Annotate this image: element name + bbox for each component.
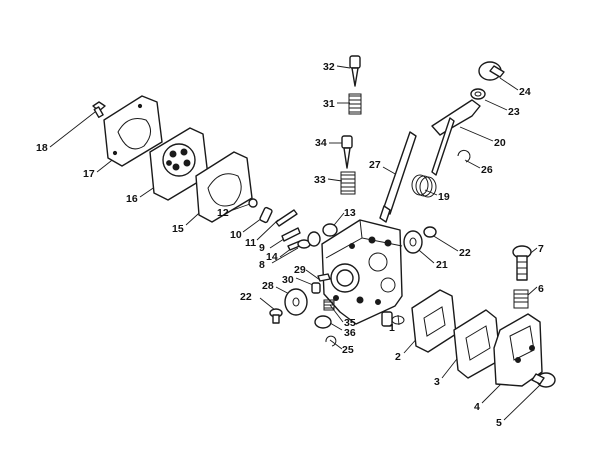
callout-11: 11 — [245, 237, 256, 249]
callout-labels: 1 2 3 4 5 6 7 8 9 10 11 12 13 14 15 16 1… — [36, 61, 544, 429]
callout-27: 27 — [369, 159, 381, 171]
callout-10: 10 — [230, 229, 242, 241]
screw-22-lower-icon — [269, 308, 283, 324]
gasket-plate-17-icon — [103, 95, 163, 167]
spring-31-icon — [348, 93, 362, 115]
callout-7: 7 — [538, 243, 544, 255]
callout-19: 19 — [438, 191, 450, 203]
callout-36: 36 — [344, 327, 356, 339]
callout-13: 13 — [344, 207, 356, 219]
callout-2: 2 — [395, 351, 401, 363]
gasket-15-icon — [195, 151, 253, 223]
callout-8: 8 — [259, 259, 265, 271]
spring-6-icon — [513, 289, 529, 309]
carburetor-body-icon — [321, 219, 403, 327]
needle-32-icon — [349, 55, 361, 87]
spring-19-icon — [411, 174, 437, 198]
callout-12: 12 — [217, 207, 229, 219]
callout-25: 25 — [342, 344, 354, 356]
spring-1-icon — [391, 315, 405, 325]
callout-16: 16 — [126, 193, 138, 205]
callout-31: 31 — [323, 98, 335, 110]
small-fittings-icon — [248, 198, 321, 251]
callout-21: 21 — [436, 259, 448, 271]
callout-35: 35 — [344, 317, 356, 329]
callout-29: 29 — [294, 264, 306, 276]
callout-4: 4 — [474, 401, 480, 413]
callout-5: 5 — [496, 417, 502, 429]
throttle-shaft-27-icon — [379, 131, 417, 223]
screw-7-icon — [512, 245, 532, 281]
knob-24-icon — [478, 61, 505, 81]
callout-18: 18 — [36, 142, 48, 154]
callout-1: 1 — [389, 322, 395, 334]
callout-23: 23 — [508, 106, 520, 118]
callout-22-lower: 22 — [240, 291, 252, 303]
callout-17: 17 — [83, 168, 95, 180]
callout-3: 3 — [434, 376, 440, 388]
screw-22-upper-icon — [423, 226, 437, 238]
small-valve-parts-icon — [311, 273, 337, 347]
disc-28-icon — [284, 288, 308, 316]
callout-34: 34 — [315, 137, 327, 149]
callout-6: 6 — [538, 283, 544, 295]
needle-34-icon — [341, 135, 353, 169]
callout-24: 24 — [519, 86, 531, 98]
plug-13-icon — [322, 223, 338, 237]
clip-26-icon — [457, 149, 471, 163]
callout-28: 28 — [262, 280, 274, 292]
callout-20: 20 — [494, 137, 506, 149]
callout-32: 32 — [323, 61, 335, 73]
callout-14: 14 — [266, 251, 278, 263]
callout-22-upper: 22 — [459, 247, 471, 259]
gasket-3-icon — [453, 309, 501, 379]
screw-18-icon — [92, 101, 106, 119]
callout-9: 9 — [259, 242, 265, 254]
diaphragm-16-icon — [149, 127, 209, 201]
callout-26: 26 — [481, 164, 493, 176]
disc-21-icon — [403, 230, 423, 254]
gasket-2-icon — [411, 289, 457, 353]
callout-33: 33 — [314, 174, 326, 186]
screw-5-icon — [531, 372, 556, 388]
callout-15: 15 — [172, 223, 184, 235]
washer-23-icon — [470, 88, 486, 100]
lever-20-icon — [431, 99, 481, 176]
callout-30: 30 — [282, 274, 294, 286]
spring-33-icon — [340, 171, 356, 195]
